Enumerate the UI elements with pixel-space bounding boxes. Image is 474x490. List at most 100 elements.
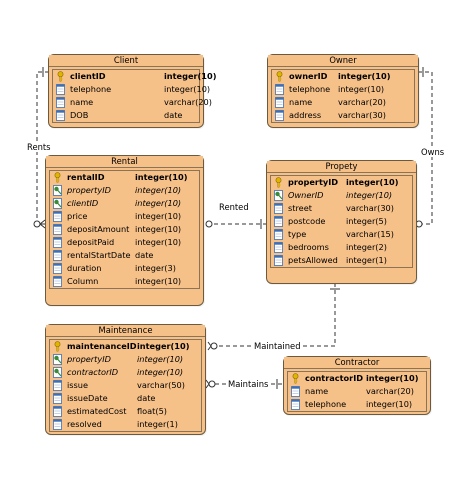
field-type: varchar(20) bbox=[338, 97, 386, 107]
column-icon bbox=[291, 386, 300, 397]
column-icon bbox=[274, 242, 283, 253]
property-field-row[interactable]: petsAllowed integer(1) bbox=[271, 254, 412, 267]
field-type: varchar(50) bbox=[137, 380, 185, 390]
field-type: integer(10) bbox=[135, 276, 182, 286]
field-type: float(5) bbox=[137, 406, 167, 416]
field-name: rentalID bbox=[67, 172, 105, 182]
field-name: contractorID bbox=[305, 373, 364, 383]
field-name: telephone bbox=[305, 399, 347, 409]
field-type: integer(3) bbox=[135, 263, 176, 273]
owner-field-row[interactable]: telephone integer(10) bbox=[272, 83, 414, 96]
field-name: street bbox=[288, 203, 312, 213]
field-name: maintenanceID bbox=[67, 341, 137, 351]
field-type: integer(10) bbox=[346, 190, 393, 200]
field-type: integer(1) bbox=[137, 419, 178, 429]
field-name: propertyID bbox=[67, 185, 111, 195]
column-icon bbox=[53, 224, 62, 235]
column-icon bbox=[274, 203, 283, 214]
maintenance-field-row[interactable]: issue varchar(50) bbox=[50, 379, 201, 392]
contractor-field-row[interactable]: telephone integer(10) bbox=[288, 398, 426, 411]
field-name: postcode bbox=[288, 216, 326, 226]
rents-many-circle bbox=[33, 220, 41, 228]
field-type: varchar(20) bbox=[366, 386, 414, 396]
column-icon bbox=[56, 97, 65, 108]
field-name: telephone bbox=[70, 84, 112, 94]
field-name: petsAllowed bbox=[288, 255, 338, 265]
field-type: date bbox=[164, 110, 183, 120]
field-type: varchar(30) bbox=[346, 203, 394, 213]
field-name: resolved bbox=[67, 419, 102, 429]
field-type: integer(10) bbox=[338, 84, 385, 94]
column-icon bbox=[53, 263, 62, 274]
foreign-key-icon bbox=[53, 367, 62, 378]
column-icon bbox=[275, 97, 284, 108]
field-type: integer(10) bbox=[137, 341, 190, 351]
field-name: ownerID bbox=[289, 71, 328, 81]
field-type: integer(10) bbox=[135, 237, 182, 247]
property-field-row[interactable]: street varchar(30) bbox=[271, 202, 412, 215]
field-type: integer(10) bbox=[137, 367, 184, 377]
field-type: integer(10) bbox=[366, 399, 413, 409]
foreign-key-icon bbox=[53, 354, 62, 365]
maintenance-field-row[interactable]: contractorID integer(10) bbox=[50, 366, 201, 379]
column-icon bbox=[53, 393, 62, 404]
foreign-key-icon bbox=[274, 190, 283, 201]
key-icon bbox=[53, 172, 62, 183]
column-icon bbox=[274, 216, 283, 227]
owns-line bbox=[418, 71, 433, 225]
field-type: integer(10) bbox=[164, 71, 217, 81]
rental-field-row[interactable]: rentalStartDate date bbox=[50, 249, 199, 262]
field-type: integer(10) bbox=[346, 177, 399, 187]
column-icon bbox=[53, 419, 62, 430]
contractor-title: Contractor bbox=[284, 357, 430, 369]
field-name: telephone bbox=[289, 84, 331, 94]
field-name: issue bbox=[67, 380, 89, 390]
field-type: integer(1) bbox=[346, 255, 387, 265]
field-type: date bbox=[135, 250, 154, 260]
key-icon bbox=[56, 71, 65, 82]
maintains-label: Maintains bbox=[227, 379, 270, 389]
field-name: contractorID bbox=[67, 367, 119, 377]
maintenance-field-row[interactable]: resolved integer(1) bbox=[50, 418, 201, 431]
field-name: propertyID bbox=[67, 354, 111, 364]
field-type: date bbox=[137, 393, 156, 403]
client-field-row[interactable]: telephone integer(10) bbox=[53, 83, 210, 96]
column-icon bbox=[56, 84, 65, 95]
field-type: integer(10) bbox=[164, 84, 211, 94]
field-name: rentalStartDate bbox=[67, 250, 131, 260]
field-name: price bbox=[67, 211, 88, 221]
